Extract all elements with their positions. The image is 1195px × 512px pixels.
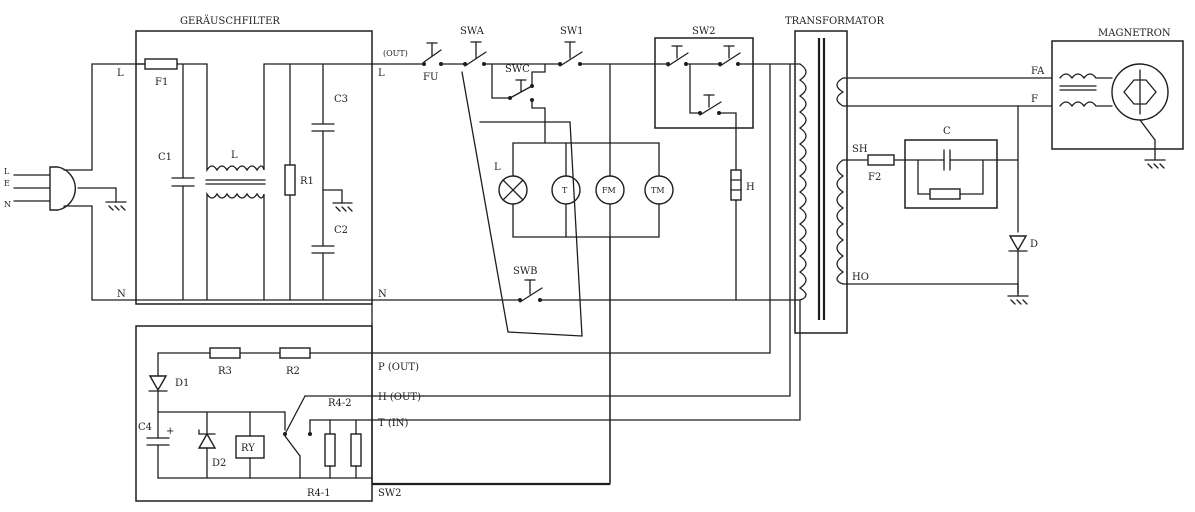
label-sw2-term: SW2 xyxy=(378,488,402,499)
label-r2: R2 xyxy=(286,366,300,377)
label-n-out: N xyxy=(378,289,387,300)
label-l-choke: L xyxy=(231,150,238,161)
label-swc: SWC xyxy=(505,64,530,75)
zener-d2 xyxy=(197,411,217,479)
label-r4-2: R4-2 xyxy=(328,398,352,409)
resistors-r4 xyxy=(299,419,373,479)
transformer-filament-winding xyxy=(836,77,845,107)
label-n-in: N xyxy=(117,289,126,300)
magnetron-title: MAGNETRON xyxy=(1098,28,1171,39)
magnetron-block xyxy=(1051,40,1184,150)
plug-label-l: L xyxy=(4,167,10,176)
hv-capacitor-c xyxy=(912,149,989,200)
fuse-f1 xyxy=(135,58,208,70)
label-c4: C4 xyxy=(138,422,152,433)
timer-motor: T xyxy=(551,175,581,205)
label-c1: C1 xyxy=(158,152,172,163)
transformer-primary xyxy=(798,63,807,301)
plug-label-n: N xyxy=(4,200,11,209)
magnetron-choke xyxy=(1059,73,1113,108)
hv-capacitor-block xyxy=(904,139,998,209)
label-swa: SWA xyxy=(460,26,485,37)
label-ho: HO xyxy=(852,272,869,283)
relay-contacts xyxy=(283,395,373,479)
label-r1: R1 xyxy=(300,176,314,187)
label-c: C xyxy=(943,126,951,137)
label-fu: FU xyxy=(423,72,438,83)
label-f1: F1 xyxy=(155,77,168,88)
capacitor-c1 xyxy=(171,63,195,301)
choke-l xyxy=(205,63,266,301)
mains-plug xyxy=(13,166,127,211)
label-ry: RY xyxy=(241,443,255,454)
heater-h xyxy=(730,157,742,301)
fan-motor: FM xyxy=(595,175,625,205)
plug-label-e: E xyxy=(4,179,10,188)
label-swb: SWB xyxy=(513,266,537,277)
sw2-block xyxy=(654,37,754,129)
switch-sw1 xyxy=(558,41,583,67)
label-l-out: L xyxy=(378,68,385,79)
oven-lamp xyxy=(498,175,528,205)
label-h-out: H (OUT) xyxy=(378,392,421,403)
transformer-hv-winding xyxy=(836,159,845,285)
control-board-block xyxy=(135,325,373,502)
capacitor-c4: + xyxy=(146,411,174,479)
noise-filter-block xyxy=(135,30,373,305)
rc-dropper xyxy=(157,347,373,359)
label-d: D xyxy=(1030,239,1038,250)
label-sw1: SW1 xyxy=(560,26,584,37)
turntable-motor: TM xyxy=(644,175,674,205)
svg-text:T: T xyxy=(562,186,568,195)
ground-diode xyxy=(1007,283,1029,305)
svg-text:FM: FM xyxy=(602,186,616,195)
label-c3: C3 xyxy=(334,94,348,105)
noise-filter-title: GERÄUSCHFILTER xyxy=(180,15,280,27)
capacitor-c2 xyxy=(311,189,335,301)
label-p-out: P (OUT) xyxy=(378,362,419,373)
switch-sw2 xyxy=(666,45,801,159)
fuse-f2 xyxy=(867,154,895,166)
transformer-block xyxy=(794,30,848,334)
label-r4-1: R4-1 xyxy=(307,488,331,499)
hv-diode-d xyxy=(1008,235,1028,294)
label-heater: H xyxy=(746,182,755,193)
label-lamp: L xyxy=(494,162,501,173)
switch-swa xyxy=(463,41,487,67)
switch-swc xyxy=(491,63,546,127)
label-sh: SH xyxy=(852,144,868,155)
label-d1: D1 xyxy=(175,378,189,389)
diode-d1 xyxy=(148,352,168,413)
svg-text:+: + xyxy=(166,426,174,437)
label-fa: FA xyxy=(1031,66,1045,77)
label-t-in: T (IN) xyxy=(378,418,408,429)
label-d2: D2 xyxy=(212,458,226,469)
label-l-in: L xyxy=(117,68,124,79)
capacitor-c3 xyxy=(311,63,335,191)
label-out-tag: (OUT) xyxy=(383,49,408,58)
resistor-r1 xyxy=(284,63,296,301)
svg-text:TM: TM xyxy=(651,186,665,195)
relay-coil-ry xyxy=(235,411,265,479)
label-f: F xyxy=(1031,94,1038,105)
ground-filter xyxy=(322,189,353,212)
transformer-title: TRANSFORMATOR xyxy=(785,16,884,27)
magnetron-tube xyxy=(1111,63,1169,169)
switch-swb xyxy=(518,279,543,303)
label-f2: F2 xyxy=(868,172,881,183)
label-sw2: SW2 xyxy=(692,26,716,37)
thermal-cutout-fu xyxy=(422,42,443,66)
label-c2: C2 xyxy=(334,225,348,236)
label-r3: R3 xyxy=(218,366,232,377)
